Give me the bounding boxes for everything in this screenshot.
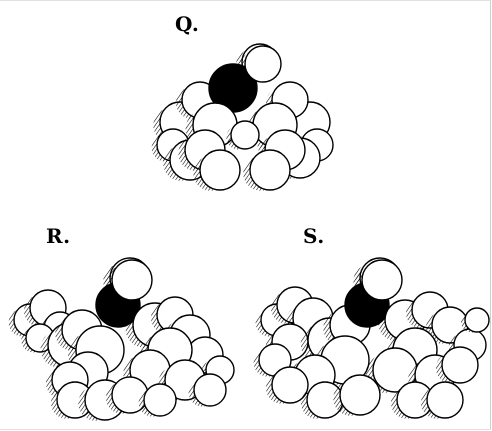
- model-r-atom-20-shading: [188, 379, 208, 407]
- model-s-atom-17: [464, 307, 490, 333]
- model-q-atom-17: [230, 120, 260, 150]
- model-q-atom-10-shading: [238, 52, 260, 83]
- model-r-atom-11: [111, 259, 153, 301]
- model-r-atom-8-shading: [45, 368, 67, 399]
- model-r-atom-24: [143, 383, 177, 417]
- model-s-atom-23-shading: [333, 382, 357, 416]
- model-s-atom-0-shading: [255, 309, 275, 337]
- model-r-atom-12-shading: [125, 310, 152, 348]
- model-s-atom-4-shading: [253, 349, 273, 377]
- model-r-atom-3-shading: [21, 329, 38, 353]
- model-q-atom-3-shading: [175, 88, 197, 119]
- model-q-atom-7-shading: [163, 147, 187, 181]
- space-filling-model-r: [8, 257, 235, 421]
- model-q-atom-15-shading: [193, 157, 217, 191]
- model-s-atom-12-shading: [355, 267, 379, 301]
- model-q-atom-13-shading: [178, 137, 202, 171]
- atom-group-r: [8, 257, 235, 421]
- model-r-atom-1-shading: [23, 296, 45, 327]
- space-filling-model-q: [151, 43, 334, 191]
- model-q-atom-16: [249, 149, 291, 191]
- panel-label-s: S.: [303, 224, 325, 248]
- model-s-atom-21-shading: [435, 353, 457, 384]
- model-q-atom-17-shading: [226, 126, 243, 150]
- model-s-atom-13-shading: [378, 307, 402, 341]
- model-s-atom-21: [441, 346, 479, 384]
- model-q-atom-1-shading: [153, 109, 177, 143]
- model-s-atom-24-shading: [390, 388, 412, 419]
- model-s-atom-1-shading: [270, 293, 292, 324]
- model-s-atom-17-shading: [460, 312, 475, 333]
- model-r-atom-5-shading: [55, 317, 79, 351]
- model-r-atom-20: [193, 373, 227, 407]
- model-s-atom-6-shading: [323, 312, 347, 346]
- model-s-atom-25: [426, 381, 464, 419]
- model-s-atom-14-shading: [405, 298, 427, 329]
- panel-label-q: Q.: [175, 12, 200, 36]
- model-r-atom-23-shading: [105, 383, 127, 414]
- model-q-atom-16-shading: [243, 157, 267, 191]
- model-r-atom-11-shading: [105, 267, 129, 301]
- model-s-atom-9-shading: [265, 373, 287, 404]
- model-s-atom-5-shading: [300, 325, 327, 363]
- model-r-atom-21-shading: [50, 388, 72, 419]
- model-r-atom-24-shading: [138, 389, 158, 417]
- model-s-atom-22-shading: [300, 388, 322, 419]
- space-filling-model-s: [253, 257, 490, 419]
- model-s-atom-23: [339, 374, 381, 416]
- model-r-atom-4-shading: [40, 330, 67, 368]
- panel-label-r: R.: [46, 224, 71, 248]
- model-s-atom-25-shading: [420, 388, 442, 419]
- model-q-atom-5-shading: [151, 134, 171, 162]
- atom-group-s: [253, 257, 490, 419]
- model-r-atom-22-shading: [78, 387, 102, 421]
- model-q-atom-10: [244, 45, 282, 83]
- model-s-atom-12: [361, 259, 403, 301]
- model-r-atom-13-shading: [150, 303, 172, 334]
- model-r-atom-0-shading: [8, 309, 28, 337]
- atom-group-q: [151, 43, 334, 191]
- model-q-atom-15: [199, 149, 241, 191]
